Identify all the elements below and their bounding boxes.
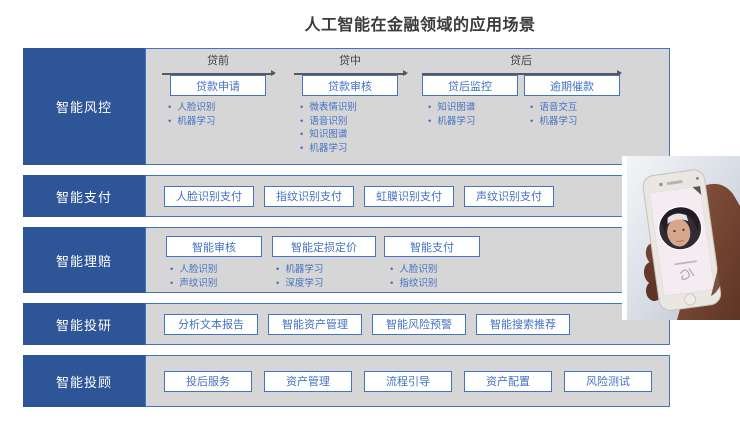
bullet-icon: • bbox=[168, 115, 172, 127]
node-process-guidance: 流程引导 bbox=[364, 370, 452, 392]
phase-underline bbox=[294, 70, 408, 76]
bullet-icon: • bbox=[276, 264, 280, 275]
section-risk-control: 智能风控 贷前 贷款申请 • 人脸识别 • 机器学习 贷中 贷款审核 • 微表情识别 … bbox=[23, 48, 670, 165]
phase-pre-loan: 贷前 贷款申请 • 人脸识别 • 机器学习 bbox=[162, 53, 276, 128]
section-claims: 智能理赔 智能审核 • 人脸识别 • 声纹识别 智能定损定价 • 机器学习 • 深度学习… bbox=[23, 227, 670, 293]
node-face-payment: 人脸识别支付 bbox=[164, 185, 254, 207]
bullet-text: 人脸识别 bbox=[399, 264, 438, 275]
node-post-investment-service: 投后服务 bbox=[164, 370, 252, 392]
bullet-list: • 语音交互 • 机器学习 bbox=[524, 101, 620, 128]
bullet-text: 语音交互 bbox=[539, 102, 578, 113]
node-voiceprint-payment: 声纹识别支付 bbox=[464, 185, 554, 207]
bullet-text: 微表情识别 bbox=[309, 102, 357, 113]
row-content-claims: 智能审核 • 人脸识别 • 声纹识别 智能定损定价 • 机器学习 • 深度学习 智能支付… bbox=[145, 227, 670, 293]
page-title: 人工智能在金融领域的应用场景 bbox=[304, 17, 536, 34]
row-label-payment: 智能支付 bbox=[23, 175, 145, 217]
section-robo-advisor: 智能投顾 投后服务 资产管理 流程引导 资产配置 风险测试 bbox=[23, 355, 670, 407]
node-loss-assessment-pricing: 智能定损定价 bbox=[272, 236, 376, 257]
overdue-collection-group: 逾期催款 • 语音交互 • 机器学习 bbox=[524, 75, 620, 128]
smart-payment-group: 智能支付 • 人脸识别 • 指纹识别 bbox=[384, 236, 480, 290]
bullet-icon: • bbox=[530, 102, 534, 113]
row-content-payment: 人脸识别支付 指纹识别支付 虹膜识别支付 声纹识别支付 bbox=[145, 175, 670, 217]
bullet-text: 机器学习 bbox=[309, 142, 348, 154]
bullet-text: 机器学习 bbox=[285, 264, 324, 275]
node-smart-search-recommendation: 智能搜索推荐 bbox=[476, 313, 570, 335]
row-label-robo-advisor: 智能投顾 bbox=[23, 355, 145, 407]
bullet-text: 机器学习 bbox=[177, 115, 216, 127]
node-smart-risk-warning: 智能风险预警 bbox=[372, 313, 466, 335]
bullet-icon: • bbox=[170, 277, 174, 289]
section-payment: 智能支付 人脸识别支付 指纹识别支付 虹膜识别支付 声纹识别支付 bbox=[23, 175, 670, 217]
bullet-text: 人脸识别 bbox=[177, 102, 216, 113]
row-content-robo-advisor: 投后服务 资产管理 流程引导 资产配置 风险测试 bbox=[145, 355, 670, 407]
bullet-icon: • bbox=[300, 129, 304, 140]
node-loan-review: 贷款审核 bbox=[302, 75, 398, 96]
bullet-icon: • bbox=[276, 277, 280, 289]
bullet-text: 人脸识别 bbox=[179, 264, 218, 275]
face-recognition-photo-art bbox=[627, 156, 740, 320]
bullet-icon: • bbox=[428, 115, 432, 127]
row-content-investment-research: 分析文本报告 智能资产管理 智能风险预警 智能搜索推荐 bbox=[145, 303, 670, 345]
node-smart-asset-management: 智能资产管理 bbox=[268, 313, 362, 335]
bullet-list: • 微表情识别 • 语音识别 • 知识图谱 • 机器学习 bbox=[294, 101, 406, 155]
post-loan-monitoring-group: 贷后监控 • 知识图谱 • 机器学习 bbox=[422, 75, 518, 128]
node-smart-review: 智能审核 bbox=[166, 236, 262, 257]
node-post-loan-monitoring: 贷后监控 bbox=[422, 75, 518, 96]
bullet-list: • 人脸识别 • 声纹识别 bbox=[164, 263, 264, 290]
phase-header-pre-loan: 贷前 bbox=[207, 55, 229, 67]
bullet-icon: • bbox=[170, 264, 174, 275]
bullet-text: 深度学习 bbox=[285, 277, 324, 289]
node-fingerprint-payment: 指纹识别支付 bbox=[264, 185, 354, 207]
phase-post-loan: 贷后 贷后监控 • 知识图谱 • 机器学习 逾期催款 • 语音交互 • 机器学习 bbox=[422, 53, 622, 128]
bullet-text: 机器学习 bbox=[437, 115, 476, 127]
bullet-list: • 人脸识别 • 机器学习 bbox=[162, 101, 274, 128]
bullet-icon: • bbox=[300, 102, 304, 113]
bullet-icon: • bbox=[390, 264, 394, 275]
bullet-text: 知识图谱 bbox=[437, 102, 476, 113]
smart-review-group: 智能审核 • 人脸识别 • 声纹识别 bbox=[164, 236, 264, 290]
bullet-icon: • bbox=[300, 142, 304, 154]
node-overdue-collection: 逾期催款 bbox=[524, 75, 620, 96]
bullet-icon: • bbox=[428, 102, 432, 113]
arrow-right-icon bbox=[271, 70, 276, 76]
phase-underline bbox=[162, 70, 276, 76]
bullet-icon: • bbox=[168, 102, 172, 113]
section-investment-research: 智能投研 分析文本报告 智能资产管理 智能风险预警 智能搜索推荐 bbox=[23, 303, 670, 345]
phase-header-mid-loan: 贷中 bbox=[339, 55, 361, 67]
node-smart-payment: 智能支付 bbox=[384, 236, 480, 257]
row-label-investment-research: 智能投研 bbox=[23, 303, 145, 345]
row-label-claims: 智能理赔 bbox=[23, 227, 145, 293]
bullet-text: 声纹识别 bbox=[179, 277, 218, 289]
bullet-list: • 知识图谱 • 机器学习 bbox=[422, 101, 518, 128]
loss-pricing-group: 智能定损定价 • 机器学习 • 深度学习 bbox=[270, 236, 378, 290]
row-content-risk-control: 贷前 贷款申请 • 人脸识别 • 机器学习 贷中 贷款审核 • 微表情识别 • 语音识别… bbox=[145, 48, 670, 165]
arrow-right-icon bbox=[617, 70, 622, 76]
node-asset-allocation: 资产配置 bbox=[464, 370, 552, 392]
bullet-text: 机器学习 bbox=[539, 115, 578, 127]
phase-header-post-loan: 贷后 bbox=[510, 55, 532, 67]
bullet-text: 知识图谱 bbox=[309, 129, 348, 140]
phase-mid-loan: 贷中 贷款审核 • 微表情识别 • 语音识别 • 知识图谱 • 机器学习 bbox=[294, 53, 408, 155]
bullet-text: 指纹识别 bbox=[399, 277, 438, 289]
node-risk-test: 风险测试 bbox=[564, 370, 652, 392]
bullet-icon: • bbox=[530, 115, 534, 127]
bullet-icon: • bbox=[300, 115, 304, 127]
node-iris-payment: 虹膜识别支付 bbox=[364, 185, 454, 207]
bullet-icon: • bbox=[390, 277, 394, 289]
row-label-risk-control: 智能风控 bbox=[23, 48, 145, 165]
bullet-text: 语音识别 bbox=[309, 115, 348, 127]
phase-underline bbox=[422, 70, 622, 76]
arrow-right-icon bbox=[403, 70, 408, 76]
node-asset-management: 资产管理 bbox=[264, 370, 352, 392]
bullet-list: • 人脸识别 • 指纹识别 bbox=[384, 263, 480, 290]
face-recognition-photo bbox=[622, 156, 740, 320]
bullet-list: • 机器学习 • 深度学习 bbox=[270, 263, 378, 290]
node-loan-application: 贷款申请 bbox=[170, 75, 266, 96]
node-text-report-analysis: 分析文本报告 bbox=[164, 313, 258, 335]
